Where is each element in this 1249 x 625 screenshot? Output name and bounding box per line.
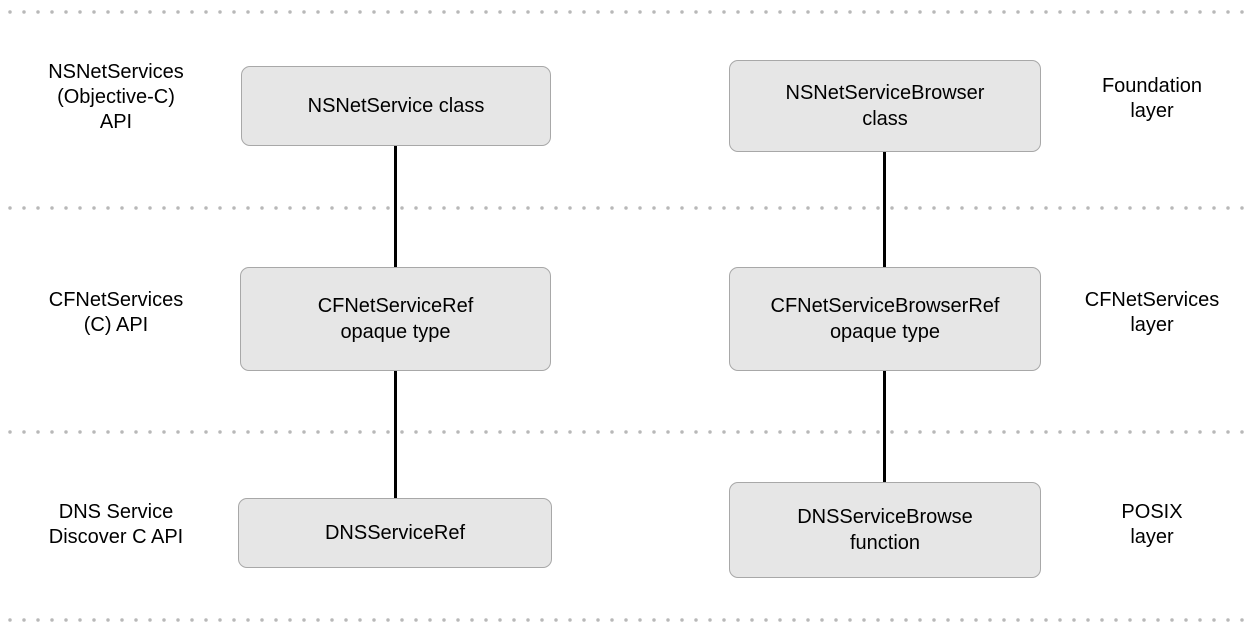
foundation-layer-label: Foundation layer	[1101, 75, 1203, 122]
connector-cfnetservicebrowserref-to-dnsservicebrowse	[883, 371, 886, 482]
node-dnsserviceref[interactable]: DNSServiceRef	[238, 498, 552, 568]
posix-layer-label: POSIX layer	[1121, 501, 1183, 548]
rule-bottom	[0, 618, 1249, 622]
connector-cfnetserviceref-to-dnsserviceref	[394, 371, 397, 498]
dns-service-discovery-api-label: DNS Service Discover C API	[48, 501, 184, 548]
node-nsnetservicebrowser-class[interactable]: NSNetServiceBrowser class	[729, 60, 1041, 152]
nsnetservices-api-label: NSNetServices (Objective-C) API	[48, 61, 184, 133]
node-dnsservicebrowse-function[interactable]: DNSServiceBrowse function	[729, 482, 1041, 578]
rule-cfnetservices-posix	[0, 430, 1249, 434]
cfnetservices-api-label: CFNetServices (C) API	[48, 289, 184, 336]
connector-nsnetservice-to-cfnetserviceref	[394, 146, 397, 267]
cfnetservices-layer-label: CFNetServices layer	[1084, 289, 1220, 336]
node-cfnetservicebrowserref-opaque-type[interactable]: CFNetServiceBrowserRef opaque type	[729, 267, 1041, 371]
rule-foundation-cfnetservices	[0, 206, 1249, 210]
connector-nsnetservicebrowser-to-cfnetservicebrowserref	[883, 152, 886, 267]
node-nsnetservice-class[interactable]: NSNetService class	[241, 66, 551, 146]
node-cfnetserviceref-opaque-type[interactable]: CFNetServiceRef opaque type	[240, 267, 551, 371]
rule-top	[0, 10, 1249, 14]
